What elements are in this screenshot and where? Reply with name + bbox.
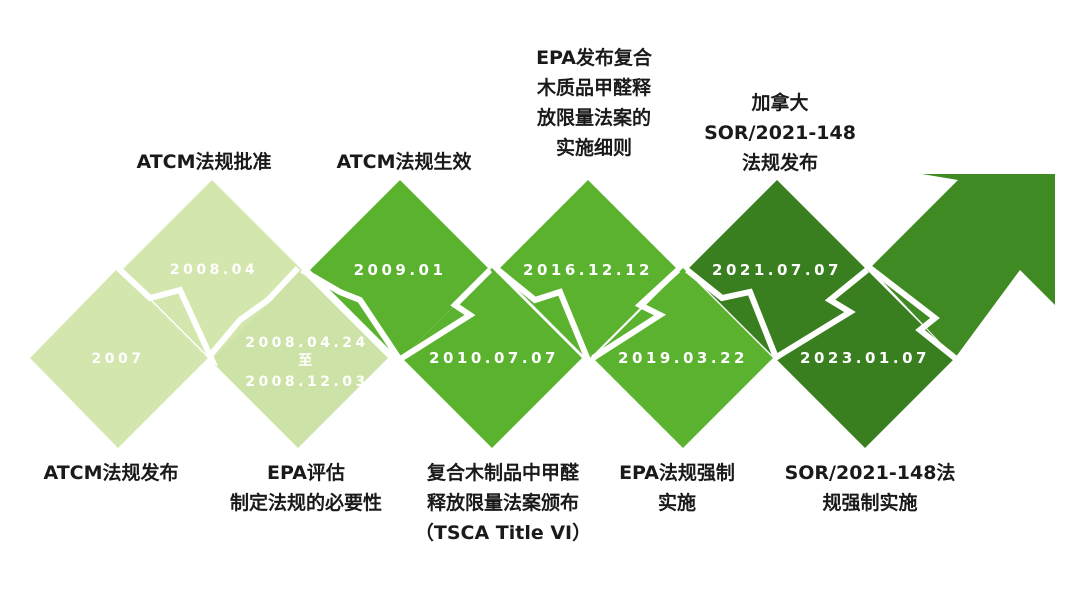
date-2009-01: 2009.01	[354, 261, 447, 279]
diamond-2016-12-12	[498, 180, 678, 360]
date-range-to: 至	[298, 353, 316, 369]
label-2021-07-07: 加拿大 SOR/2021-148 法规发布	[704, 92, 856, 174]
date-2023-01-07: 2023.01.07	[800, 349, 930, 367]
diamond-2021-07-07	[687, 180, 867, 360]
label-2019-03-22: EPA法规强制 实施	[619, 462, 735, 514]
timeline-arrow	[870, 174, 1055, 358]
diamond-separators	[115, 265, 957, 367]
label-2009-01: ATCM法规生效	[336, 151, 472, 173]
diamond-2009-01	[310, 180, 490, 360]
label-2010-07-07: 复合木制品中甲醛 释放限量法案颁布 （TSCA Title VI）	[414, 462, 592, 544]
date-2010-07-07: 2010.07.07	[429, 349, 559, 367]
label-2016-12-12: EPA发布复合 木质品甲醛释 放限量法案的 实施细则	[536, 47, 652, 159]
diamond-2019-03-22	[593, 268, 773, 448]
date-2008-04: 2008.04	[170, 262, 258, 278]
date-2019-03-22: 2019.03.22	[618, 349, 748, 367]
date-2007: 2007	[92, 351, 145, 367]
label-2008-04: ATCM法规批准	[136, 151, 272, 173]
label-2007: ATCM法规发布	[43, 462, 179, 484]
date-2021-07-07: 2021.07.07	[712, 261, 842, 279]
diamond-2007	[30, 268, 208, 448]
label-2008-04-24: EPA评估 制定法规的必要性	[229, 462, 383, 514]
date-2016-12-12: 2016.12.12	[523, 261, 653, 279]
date-2008-12-03: 2008.12.03	[245, 374, 369, 390]
diamond-2008-04	[122, 180, 302, 360]
label-2023-01-07: SOR/2021-148法 规强制实施	[784, 462, 956, 514]
date-2008-04-24: 2008.04.24	[245, 335, 369, 351]
